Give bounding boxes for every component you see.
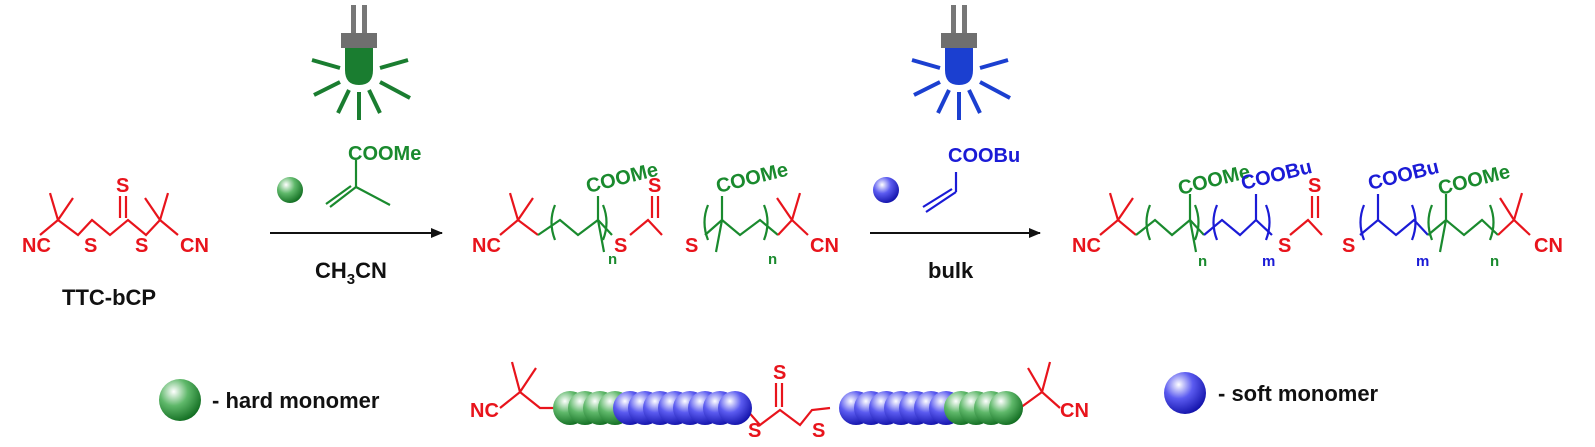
nitrile-label-left: NC	[1072, 235, 1101, 257]
green-sphere-icon	[277, 177, 303, 203]
thione-sulfur-label: S	[1308, 175, 1321, 197]
thione-sulfur-label: S	[648, 175, 661, 197]
blue-light-lamp-icon	[911, 5, 1011, 120]
soft-monomer-bead	[718, 391, 752, 425]
blue-sphere-icon	[1164, 372, 1206, 414]
legend-hard-label: - hard monomer	[212, 388, 380, 413]
nitrile-label-right: CN	[180, 235, 209, 257]
legend-soft-label: - soft monomer	[1218, 381, 1379, 406]
ba-ester-label: COOBu	[948, 145, 1020, 167]
condition-label: bulk	[928, 258, 974, 283]
sulfur-label: S	[84, 235, 97, 257]
sulfur-label: S	[685, 235, 698, 257]
repeat-count-n: n	[1490, 253, 1499, 270]
block-copolymer-cartoon: NC CN S S S	[470, 361, 1089, 442]
ttc-bcp-molecule: NC CN S S S TTC-bCP	[22, 175, 209, 310]
thione-sulfur-label: S	[116, 175, 129, 197]
repeat-count-m: m	[1416, 253, 1429, 270]
nitrile-label-right: CN	[1534, 235, 1563, 257]
sulfur-label: S	[614, 235, 627, 257]
sulfur-label: S	[1342, 235, 1355, 257]
ester-label-me: COOMe	[1436, 161, 1512, 200]
sulfur-label: S	[135, 235, 148, 257]
thione-sulfur-label: S	[773, 362, 786, 384]
nitrile-label-left: NC	[470, 400, 499, 422]
sulfur-label: S	[1278, 235, 1291, 257]
blue-sphere-icon	[873, 177, 899, 203]
nitrile-label-right: CN	[810, 235, 839, 257]
pmma-macro-cta: NC CN S S S COOMe COOMe n n	[472, 159, 839, 268]
solvent-label: CH3CN	[315, 258, 387, 288]
ester-label-bu: COOBu	[1366, 156, 1441, 195]
hard-monomer-bead	[989, 391, 1023, 425]
pentablock-product: NC CN S S S COOMe COOBu COOBu COOMe n m …	[1072, 156, 1563, 270]
nitrile-label-left: NC	[472, 235, 501, 257]
green-sphere-icon	[159, 379, 201, 421]
nitrile-label-left: NC	[22, 235, 51, 257]
mma-ester-label: COOMe	[348, 143, 421, 165]
mma-monomer: COOMe	[325, 143, 421, 208]
ester-label-me: COOMe	[714, 159, 790, 198]
repeat-count-m: m	[1262, 253, 1275, 270]
nitrile-label-right: CN	[1060, 400, 1089, 422]
ba-monomer: COOBu	[922, 145, 1020, 213]
repeat-count-n: n	[768, 251, 777, 268]
repeat-count-n: n	[1198, 253, 1207, 270]
cta-name-label: TTC-bCP	[62, 285, 156, 310]
sulfur-label: S	[748, 420, 761, 442]
repeat-count-n: n	[608, 251, 617, 268]
ester-label-bu: COOBu	[1239, 156, 1314, 195]
sulfur-label: S	[812, 420, 825, 442]
green-light-lamp-icon	[311, 5, 411, 120]
